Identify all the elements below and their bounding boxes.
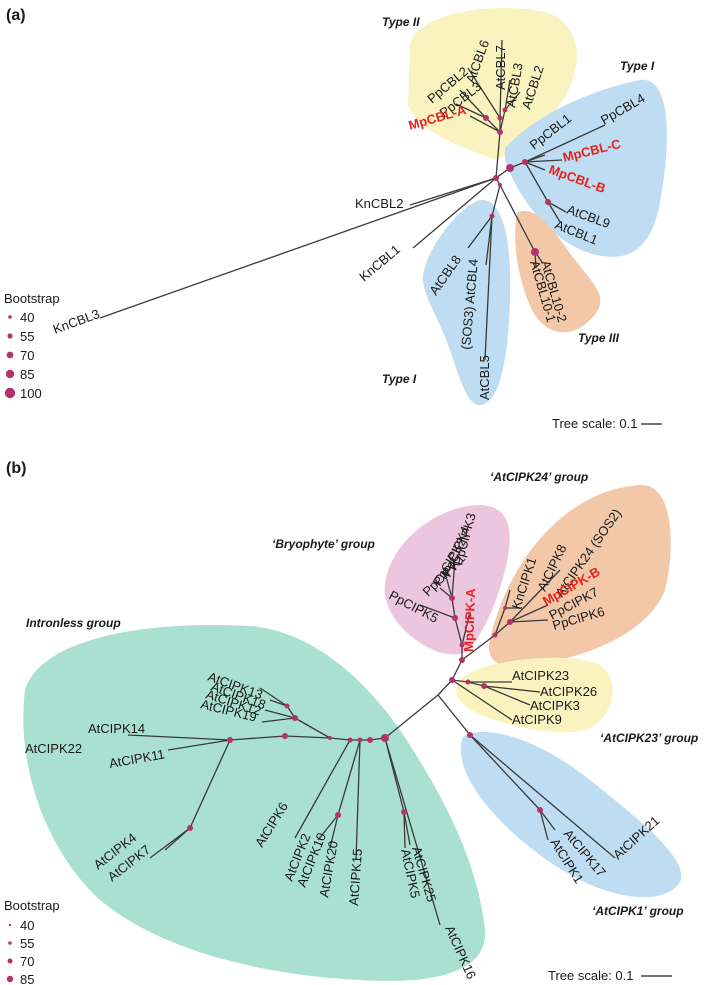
group-label-atcipk24: ‘AtCIPK24’ group [490, 470, 588, 484]
taxon-atcipk14: AtCIPK14 [88, 721, 145, 736]
bootstrap-85-b: 85 [20, 972, 34, 985]
bootstrap-55-b: 55 [20, 936, 34, 951]
group-label-atcipk1: ‘AtCIPK1’ group [592, 904, 684, 918]
tree-scale-a: Tree scale: 0.1 [552, 416, 638, 431]
taxon-kncbl1: KnCBL1 [356, 242, 403, 285]
bootstrap-40-b: 40 [20, 918, 34, 933]
taxon-atcipk15: AtCIPK15 [346, 848, 365, 906]
group-label-intronless: Intronless group [26, 616, 121, 630]
group-label-bryophyte: ‘Bryophyte’ group [272, 537, 375, 551]
bootstrap-85-a: 85 [20, 367, 34, 382]
group-label-type-i-upper: Type I [620, 59, 655, 73]
bootstrap-55-a: 55 [20, 329, 34, 344]
taxon-atcbl5: AtCBL5 [477, 355, 492, 400]
tree-b-branches [127, 559, 616, 926]
tree-b-nodes [187, 595, 543, 831]
clade-bryophyte [384, 505, 510, 655]
tree-a-nodes [483, 107, 551, 256]
taxon-atcipk9: AtCIPK9 [512, 712, 562, 727]
scale-a: Tree scale: 0.1 [552, 416, 662, 431]
taxon-atcipk26: AtCIPK26 [540, 684, 597, 699]
legend-b: Bootstrap 40 55 70 85 [4, 898, 60, 985]
group-label-type-ii: Type II [382, 15, 420, 29]
clade-type-i-lower [422, 199, 511, 406]
clade-type-iii [515, 210, 601, 333]
taxon-atcipk23: AtCIPK23 [512, 668, 569, 683]
clade-type-ii [408, 7, 577, 160]
bootstrap-70-a: 70 [20, 348, 34, 363]
bootstrap-40-a: 40 [20, 310, 34, 325]
taxon-kncbl2: KnCBL2 [355, 196, 403, 211]
legend-a: Bootstrap 40 55 70 85 100 [4, 291, 60, 401]
panel-b-label: (b) [6, 460, 26, 477]
scale-b: Tree scale: 0.1 [548, 968, 672, 983]
tree-a-branches [99, 39, 606, 361]
bootstrap-title-a: Bootstrap [4, 291, 60, 306]
bootstrap-70-b: 70 [20, 954, 34, 969]
bootstrap-100-a: 100 [20, 386, 42, 401]
tree-scale-b: Tree scale: 0.1 [548, 968, 634, 983]
clade-atcipk23 [456, 657, 613, 733]
taxon-mpcipk-a: MpCIPK-A [461, 587, 478, 652]
bootstrap-title-b: Bootstrap [4, 898, 60, 913]
group-label-type-iii: Type III [578, 331, 620, 345]
panel-a: (a) [4, 7, 667, 431]
panel-a-label: (a) [6, 7, 26, 24]
group-label-atcipk23: ‘AtCIPK23’ group [600, 731, 698, 745]
taxon-atcbl7: AtCBL7 [493, 45, 508, 90]
taxon-atcipk3: AtCIPK3 [530, 698, 580, 713]
taxon-kncbl3: KnCBL3 [51, 306, 102, 337]
group-label-type-i-lower: Type I [382, 372, 417, 386]
panel-b: (b) [4, 460, 698, 985]
clade-intronless [23, 624, 486, 981]
taxon-atcipk22: AtCIPK22 [25, 741, 82, 756]
clade-type-i-upper [505, 79, 667, 257]
